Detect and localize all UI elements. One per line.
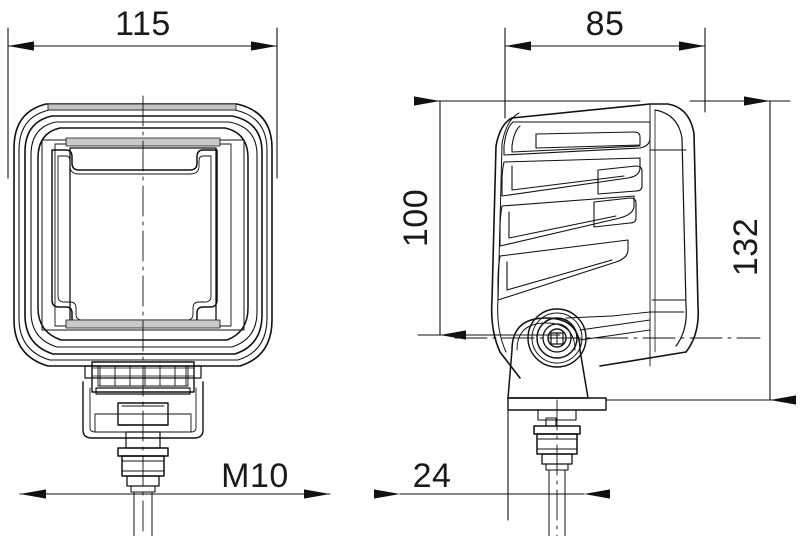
side-pivot-boss xyxy=(507,308,651,399)
dimension-115 xyxy=(7,27,278,179)
dimension-label-100: 100 xyxy=(397,189,435,247)
front-reflector-outline xyxy=(51,149,218,326)
dimension-label-85: 85 xyxy=(586,5,625,43)
dimension-24 xyxy=(374,409,610,521)
dimension-label-24: 24 xyxy=(413,457,452,495)
side-rear-panel xyxy=(649,149,687,313)
dimension-label-132: 132 xyxy=(727,218,765,276)
dimension-85 xyxy=(504,27,706,119)
side-view xyxy=(454,103,761,536)
dimension-label-m10: M10 xyxy=(221,457,289,495)
dimension-132 xyxy=(605,96,796,405)
side-cooling-fins xyxy=(497,121,651,301)
dimension-label-115: 115 xyxy=(115,5,171,43)
front-housing-outline xyxy=(13,103,273,367)
dimension-100 xyxy=(414,96,641,340)
front-view xyxy=(13,95,273,536)
front-mount-bracket xyxy=(82,361,204,439)
front-lens-band xyxy=(47,103,237,329)
